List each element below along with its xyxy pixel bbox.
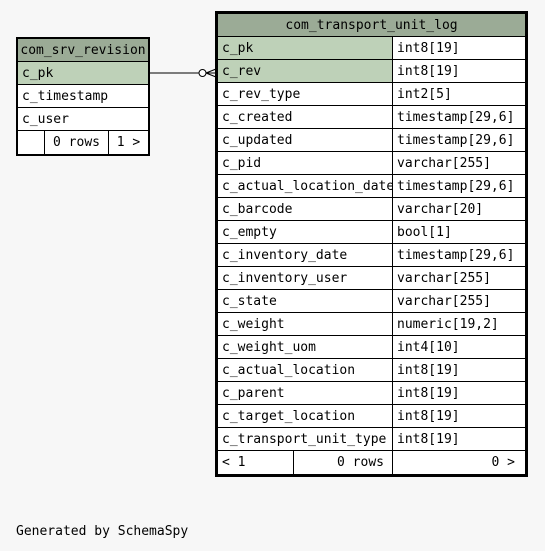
column-name[interactable]: c_inventory_user — [217, 266, 393, 290]
column-row[interactable]: c_user — [17, 107, 149, 131]
column-type: int8[19] — [392, 59, 526, 83]
column-name[interactable]: c_actual_location_date — [217, 174, 393, 198]
column-type: bool[1] — [392, 220, 526, 244]
column-row[interactable]: c_pk — [17, 61, 149, 85]
column-type: varchar[255] — [392, 266, 526, 290]
column-type: varchar[20] — [392, 197, 526, 221]
column-name[interactable]: c_weight — [217, 312, 393, 336]
column-name[interactable]: c_actual_location — [217, 358, 393, 382]
column-name[interactable]: c_transport_unit_type — [217, 427, 393, 451]
column-type: int8[19] — [392, 358, 526, 382]
column-type: int4[10] — [392, 335, 526, 359]
column-type: timestamp[29,6] — [392, 105, 526, 129]
column-type: varchar[255] — [392, 151, 526, 175]
column-type: int8[19] — [392, 404, 526, 428]
crows-foot-upper — [205, 68, 217, 74]
children-link[interactable]: 0 > — [392, 450, 526, 475]
column-name[interactable]: c_target_location — [217, 404, 393, 428]
column-type: int8[19] — [392, 427, 526, 451]
column-name[interactable]: c_state — [217, 289, 393, 313]
column-name[interactable]: c_pk — [217, 36, 393, 60]
footer-spacer — [17, 130, 45, 155]
children-link[interactable]: 1 > — [108, 130, 149, 155]
column-name[interactable]: c_created — [217, 105, 393, 129]
table-com-srv-revision[interactable]: com_srv_revision c_pk c_timestamp c_user… — [16, 37, 150, 156]
column-type: timestamp[29,6] — [392, 243, 526, 267]
table-title[interactable]: com_transport_unit_log — [217, 13, 526, 37]
column-name[interactable]: c_inventory_date — [217, 243, 393, 267]
column-name[interactable]: c_barcode — [217, 197, 393, 221]
column-name[interactable]: c_weight_uom — [217, 335, 393, 359]
column-name[interactable]: c_empty — [217, 220, 393, 244]
parents-link[interactable]: < 1 — [217, 450, 294, 475]
column-type: int8[19] — [392, 381, 526, 405]
column-name[interactable]: c_rev_type — [217, 82, 393, 106]
column-name[interactable]: c_rev — [217, 59, 393, 83]
column-row[interactable]: c_timestamp — [17, 84, 149, 108]
column-type: varchar[255] — [392, 289, 526, 313]
zero-optional-marker — [198, 69, 207, 77]
column-type: int2[5] — [392, 82, 526, 106]
column-name[interactable]: c_parent — [217, 381, 393, 405]
table-title[interactable]: com_srv_revision — [17, 38, 149, 62]
column-type: numeric[19,2] — [392, 312, 526, 336]
row-count: 0 rows — [293, 450, 393, 475]
crows-foot-lower — [205, 72, 217, 78]
column-name[interactable]: c_pid — [217, 151, 393, 175]
column-type: timestamp[29,6] — [392, 174, 526, 198]
row-count: 0 rows — [44, 130, 109, 155]
generator-credit: Generated by SchemaSpy — [16, 524, 189, 539]
column-name[interactable]: c_updated — [217, 128, 393, 152]
column-type: timestamp[29,6] — [392, 128, 526, 152]
column-type: int8[19] — [392, 36, 526, 60]
